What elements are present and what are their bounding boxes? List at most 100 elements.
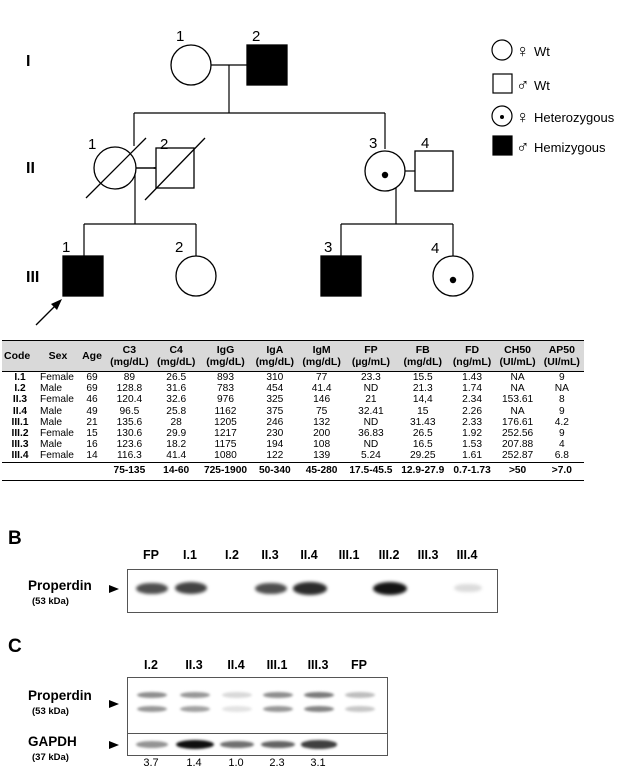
blot-c-properdin-band — [263, 706, 293, 712]
pedigree-individual-iii-2: 2 — [175, 239, 217, 297]
table-cell: 176.61 — [502, 416, 534, 428]
table-cell: 75 — [315, 405, 328, 417]
header-iga: IgA — [266, 344, 284, 356]
table-cell: 135.6 — [116, 416, 143, 428]
header-fb-unit: (mg/dL) — [403, 356, 443, 368]
table-cell: 310 — [266, 372, 284, 383]
table-cell: 9 — [559, 405, 565, 417]
header-igg: IgG — [216, 344, 235, 356]
table-cell: 123.6 — [116, 439, 143, 451]
table-cell: 14 — [86, 450, 98, 462]
table-cell: 21 — [86, 416, 98, 428]
header-c3: C3 — [122, 344, 137, 356]
pedigree-individual-iii-4: 4 — [431, 240, 474, 297]
blot-c-lane-label: II.4 — [227, 658, 245, 672]
blot-c-properdin-band — [222, 692, 252, 698]
table-cell: 23.3 — [361, 372, 381, 383]
svg-text:♀: ♀ — [516, 41, 530, 61]
table-cell: 21 — [365, 394, 377, 406]
proband-arrow-icon — [35, 299, 62, 326]
reference-range-cell — [78, 461, 106, 481]
blot-b-properdin-label: Properdin — [28, 578, 92, 593]
generation-label-ii: II — [26, 160, 35, 177]
table-cell: 139 — [313, 450, 331, 462]
table-cell: 26.5 — [412, 428, 433, 440]
table-cell: 21.3 — [412, 383, 433, 395]
blot-b-lane-label: II.4 — [300, 548, 318, 562]
table-cell: 96.5 — [119, 405, 140, 417]
generation-label-i: I — [26, 53, 30, 70]
table-cell: Male — [40, 416, 63, 428]
reference-range-cell: 14-60 — [152, 461, 200, 481]
table-cell: 4.2 — [554, 416, 569, 428]
table-cell: 16 — [86, 439, 98, 451]
table-cell: 69 — [86, 372, 98, 383]
blot-c-gapdh-band — [220, 740, 254, 749]
table-cell: 15 — [417, 405, 429, 417]
blot-c-properdin-band — [345, 706, 375, 712]
table-cell: 89 — [123, 372, 136, 383]
table-cell: III.1 — [11, 416, 29, 428]
blot-c-lane-label: I.2 — [144, 658, 158, 672]
table-cell: 1162 — [214, 405, 237, 417]
table-cell: ND — [363, 416, 379, 428]
header-fb: FB — [415, 344, 430, 356]
reference-range-cell: 17.5-45.5 — [345, 461, 397, 481]
blot-b-band — [174, 582, 208, 595]
table-cell: Female — [40, 450, 74, 462]
generation-label-iii: III — [26, 269, 39, 286]
panel-label-c: C — [8, 636, 22, 657]
blot-c-lane-label: III.3 — [307, 658, 329, 672]
pedigree-individual-i-1: 1 — [170, 28, 212, 86]
blot-c-properdin-band — [137, 706, 167, 712]
blot-b-band — [373, 582, 407, 595]
table-cell: 1205 — [214, 416, 237, 428]
pedigree-individual-ii-2: 2 — [144, 136, 206, 201]
header-code: Code — [4, 350, 31, 362]
blot-c-properdin-band — [263, 692, 293, 698]
blot-b-lane-label: I.2 — [225, 548, 239, 562]
table-cell: 25.8 — [166, 405, 187, 417]
table-cell: 130.6 — [116, 428, 143, 440]
blot-c-lane-label: II.3 — [185, 658, 203, 672]
table-cell: 2.34 — [462, 394, 482, 406]
table-cell: 36.83 — [358, 428, 384, 440]
table-cell: I.1 — [14, 372, 26, 383]
svg-text:Hemizygous: Hemizygous — [534, 140, 606, 155]
blot-c-properdin-arrow-icon — [109, 700, 119, 708]
legend-item-female-heterozygous: ♀ Heterozygous — [491, 105, 615, 127]
svg-text:♂: ♂ — [516, 137, 530, 157]
table-cell: 41.4 — [166, 450, 187, 462]
table-cell: 120.4 — [116, 394, 143, 406]
blot-b-lane-label: II.3 — [261, 548, 279, 562]
blot-b-band — [255, 582, 287, 595]
table-cell: 16.5 — [412, 439, 433, 451]
table-cell: 783 — [217, 383, 234, 395]
svg-text:2: 2 — [252, 28, 260, 45]
table-cell: 9 — [559, 428, 565, 440]
blot-c-properdin-membrane — [127, 677, 388, 734]
legend-item-male-hemizygous: ♂ Hemizygous — [492, 135, 606, 157]
reference-range-cell: 50-340 — [251, 461, 299, 481]
table-cell: Male — [40, 405, 63, 417]
pedigree-individual-iii-3: 3 — [320, 239, 362, 297]
pedigree-individual-ii-4: 4 — [414, 135, 454, 192]
table-cell: 375 — [266, 405, 284, 417]
blot-b-lane-label: III.3 — [417, 548, 439, 562]
header-igg-unit: (mg/dL) — [206, 356, 245, 368]
blot-c-gapdh-band — [301, 740, 337, 749]
pedigree-diagram: I II III 1 2 1 2 3 4 1 — [0, 0, 624, 336]
header-sex: Sex — [48, 350, 68, 362]
svg-text:4: 4 — [431, 240, 439, 257]
table-cell: 14,4 — [412, 394, 433, 406]
table-cell: 976 — [217, 394, 234, 406]
svg-text:♂: ♂ — [516, 75, 530, 95]
svg-text:Heterozygous: Heterozygous — [534, 110, 615, 125]
table-cell: NA — [510, 405, 525, 417]
table-cell: 4 — [559, 439, 565, 451]
svg-text:♀: ♀ — [516, 107, 530, 127]
blot-c-properdin-band — [137, 692, 167, 698]
